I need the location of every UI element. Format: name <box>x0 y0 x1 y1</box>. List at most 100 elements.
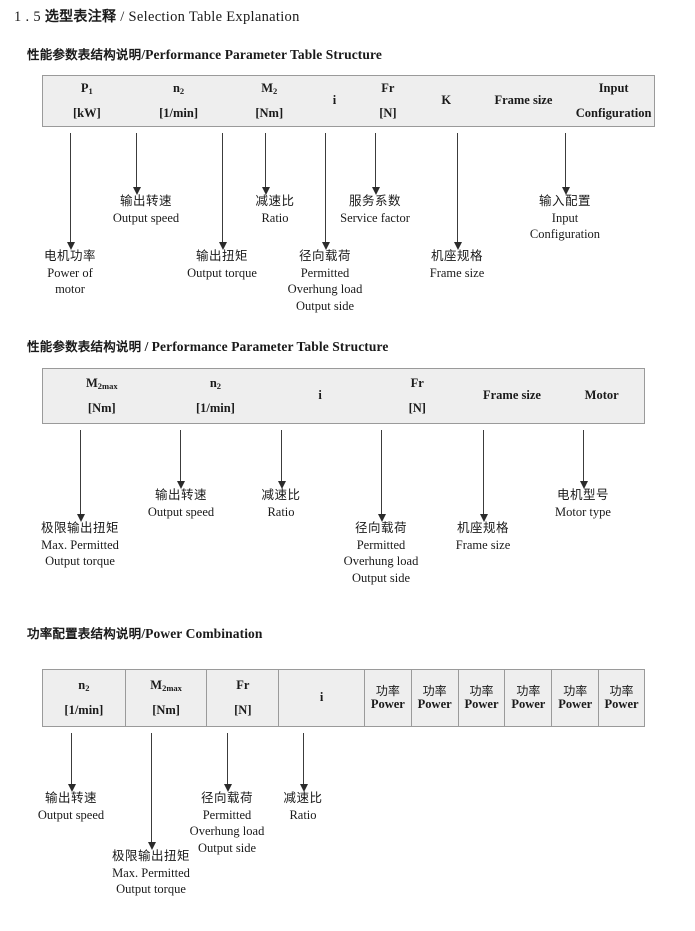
table1-col-frame-size: Frame size <box>474 76 574 126</box>
table3-col-power-1: 功率 Power <box>363 670 411 726</box>
table1-col-m2-symbol: M2 <box>261 80 278 96</box>
table3-col-power-6: 功率 Power <box>598 670 644 726</box>
annotation-permitted-overhung-load-1-en-1: Permitted <box>300 265 350 280</box>
table1-col-fr-symbol: Fr <box>381 80 395 95</box>
table3-col-fr-unit: [N] <box>234 702 252 717</box>
table3-col-power-3-en: Power <box>464 696 499 711</box>
section-heading-2-en: Performance Parameter Table Structure <box>151 339 389 354</box>
table3-col-power-2-en: Power <box>417 696 452 711</box>
annotation-max-permitted-output-torque-2-cn: 极限输出扭矩 <box>40 520 120 535</box>
table2-col-n2-symbol: n2 <box>209 375 222 391</box>
table2-col-frame-size-label: Frame size <box>482 388 541 403</box>
table3-col-fr: Fr [N] <box>206 670 278 726</box>
annotation-max-permitted-output-torque-3-en-2: Output torque <box>116 882 186 896</box>
page-title: 1 . 5 选型表注释 / Selection Table Explanatio… <box>14 6 300 26</box>
table1-col-p1-unit: [kW] <box>72 105 101 120</box>
table3-col-power-6-cn: 功率 <box>609 683 634 698</box>
arrow-to-permitted-overhung-load-2 <box>377 430 386 522</box>
table2-col-m2max-unit: [Nm] <box>87 400 116 415</box>
arrow-to-output-speed-2 <box>176 430 185 489</box>
annotation-ratio-1-en: Ratio <box>261 210 289 225</box>
annotation-service-factor: 服务系数 Service factor <box>340 193 410 226</box>
arrow-to-output-torque-1 <box>218 133 227 250</box>
table2-col-fr-symbol: Fr <box>410 375 424 390</box>
arrow-to-ratio-2 <box>277 430 286 489</box>
arrow-to-ratio-3 <box>299 733 308 792</box>
table1-col-p1: P1 [kW] <box>43 76 131 126</box>
section-heading-1-sep: / <box>141 47 146 62</box>
section-heading-3-en: Power Combination <box>145 626 263 641</box>
annotation-permitted-overhung-load-3-en-3: Output side <box>198 840 256 855</box>
arrow-to-max-permitted-output-torque-3 <box>147 733 156 850</box>
annotation-input-configuration-cn: 输入配置 <box>538 193 592 208</box>
annotation-power-of-motor-en-1: Power of <box>47 265 93 280</box>
annotation-permitted-overhung-load-3-en-2: Overhung load <box>189 824 265 838</box>
section-heading-3-cn: 功率配置表结构说明 <box>27 626 142 641</box>
annotation-max-permitted-output-torque-2-en-1: Max. Permitted <box>41 537 119 552</box>
table1-col-m2-unit: [Nm] <box>255 105 284 120</box>
annotation-service-factor-cn: 服务系数 <box>348 193 402 208</box>
annotation-frame-size-1: 机座规格 Frame size <box>430 248 485 281</box>
table3-col-m2max-unit: [Nm] <box>152 702 180 717</box>
annotation-max-permitted-output-torque-3: 极限输出扭矩 Max. Permitted Output torque <box>112 848 190 898</box>
table2-col-i-symbol: i <box>318 388 322 403</box>
page-title-en: Selection Table Explanation <box>128 9 300 25</box>
table3-col-i: i <box>278 670 364 726</box>
annotation-permitted-overhung-load-2-en-2: Overhung load <box>343 554 419 568</box>
table2-col-m2max-symbol: M2max <box>85 375 118 391</box>
annotation-service-factor-en: Service factor <box>340 210 410 225</box>
annotation-permitted-overhung-load-3: 径向载荷 Permitted Overhung load Output side <box>190 790 265 856</box>
arrow-to-max-permitted-output-torque-2 <box>76 430 85 522</box>
table3-col-i-symbol: i <box>319 690 324 705</box>
annotation-motor-type: 电机型号 Motor type <box>555 487 611 520</box>
annotation-max-permitted-output-torque-3-cn: 极限输出扭矩 <box>111 848 191 863</box>
annotation-power-of-motor-cn: 电机功率 <box>43 248 97 263</box>
arrow-to-input-configuration <box>561 133 570 195</box>
table3-col-power-2-cn: 功率 <box>422 683 447 698</box>
table3-col-power-4: 功率 Power <box>504 670 551 726</box>
annotation-frame-size-1-en: Frame size <box>429 265 485 280</box>
table1-col-frame-size-label: Frame size <box>494 93 553 108</box>
arrow-to-output-speed-3 <box>67 733 76 792</box>
annotation-output-speed-3-en: Output speed <box>37 807 105 822</box>
annotation-permitted-overhung-load-1-cn: 径向载荷 <box>298 248 352 263</box>
table1-col-fr: Fr [N] <box>357 76 419 126</box>
table2-col-m2max: M2max [Nm] <box>43 369 161 423</box>
table3-col-n2-unit: [1/min] <box>64 702 104 717</box>
annotation-output-speed-1: 输出转速 Output speed <box>113 193 179 226</box>
annotation-output-torque-1: 输出扭矩 Output torque <box>187 248 257 281</box>
annotation-frame-size-2: 机座规格 Frame size <box>456 520 511 553</box>
section-heading-3: 功率配置表结构说明/Power Combination <box>27 623 263 642</box>
annotation-ratio-2: 减速比 Ratio <box>261 487 300 520</box>
annotation-output-speed-1-en: Output speed <box>112 210 180 225</box>
table2-col-n2: n2 [1/min] <box>161 369 271 423</box>
arrow-to-permitted-overhung-load-3 <box>223 733 232 792</box>
arrow-to-power-of-motor <box>66 133 75 250</box>
table2-col-n2-unit: [1/min] <box>195 400 235 415</box>
table3-col-power-2: 功率 Power <box>410 670 458 726</box>
section-heading-2-sep: / <box>144 339 149 354</box>
arrow-to-permitted-overhung-load-1 <box>321 133 330 250</box>
annotation-ratio-3: 减速比 Ratio <box>283 790 322 823</box>
annotation-ratio-2-en: Ratio <box>267 504 295 519</box>
annotation-output-speed-3: 输出转速 Output speed <box>38 790 104 823</box>
table2-col-motor: Motor <box>559 369 644 423</box>
annotation-permitted-overhung-load-1-en-3: Output side <box>296 298 354 313</box>
annotation-output-speed-2: 输出转速 Output speed <box>148 487 214 520</box>
arrow-to-frame-size-1 <box>453 133 462 250</box>
annotation-ratio-2-cn: 减速比 <box>261 487 301 502</box>
annotation-permitted-overhung-load-1: 径向载荷 Permitted Overhung load Output side <box>288 248 363 314</box>
table2-col-fr: Fr [N] <box>370 369 465 423</box>
table3-col-n2: n2 [1/min] <box>43 670 125 726</box>
arrow-to-frame-size-2 <box>479 430 488 522</box>
table3-col-n2-symbol: n2 <box>78 677 90 693</box>
annotation-ratio-3-en: Ratio <box>289 807 317 822</box>
table3-col-m2max: M2max [Nm] <box>124 670 207 726</box>
table2-col-fr-unit: [N] <box>408 400 426 415</box>
table2-col-frame-size: Frame size <box>465 369 560 423</box>
annotation-motor-type-cn: 电机型号 <box>556 487 609 502</box>
power-combination-table: n2 [1/min] M2max [Nm] Fr [N] i 功率 Power … <box>42 669 645 727</box>
table3-col-power-1-en: Power <box>370 696 405 711</box>
table2-col-i: i <box>270 369 370 423</box>
table1-col-n2: n2 [1/min] <box>131 76 227 126</box>
